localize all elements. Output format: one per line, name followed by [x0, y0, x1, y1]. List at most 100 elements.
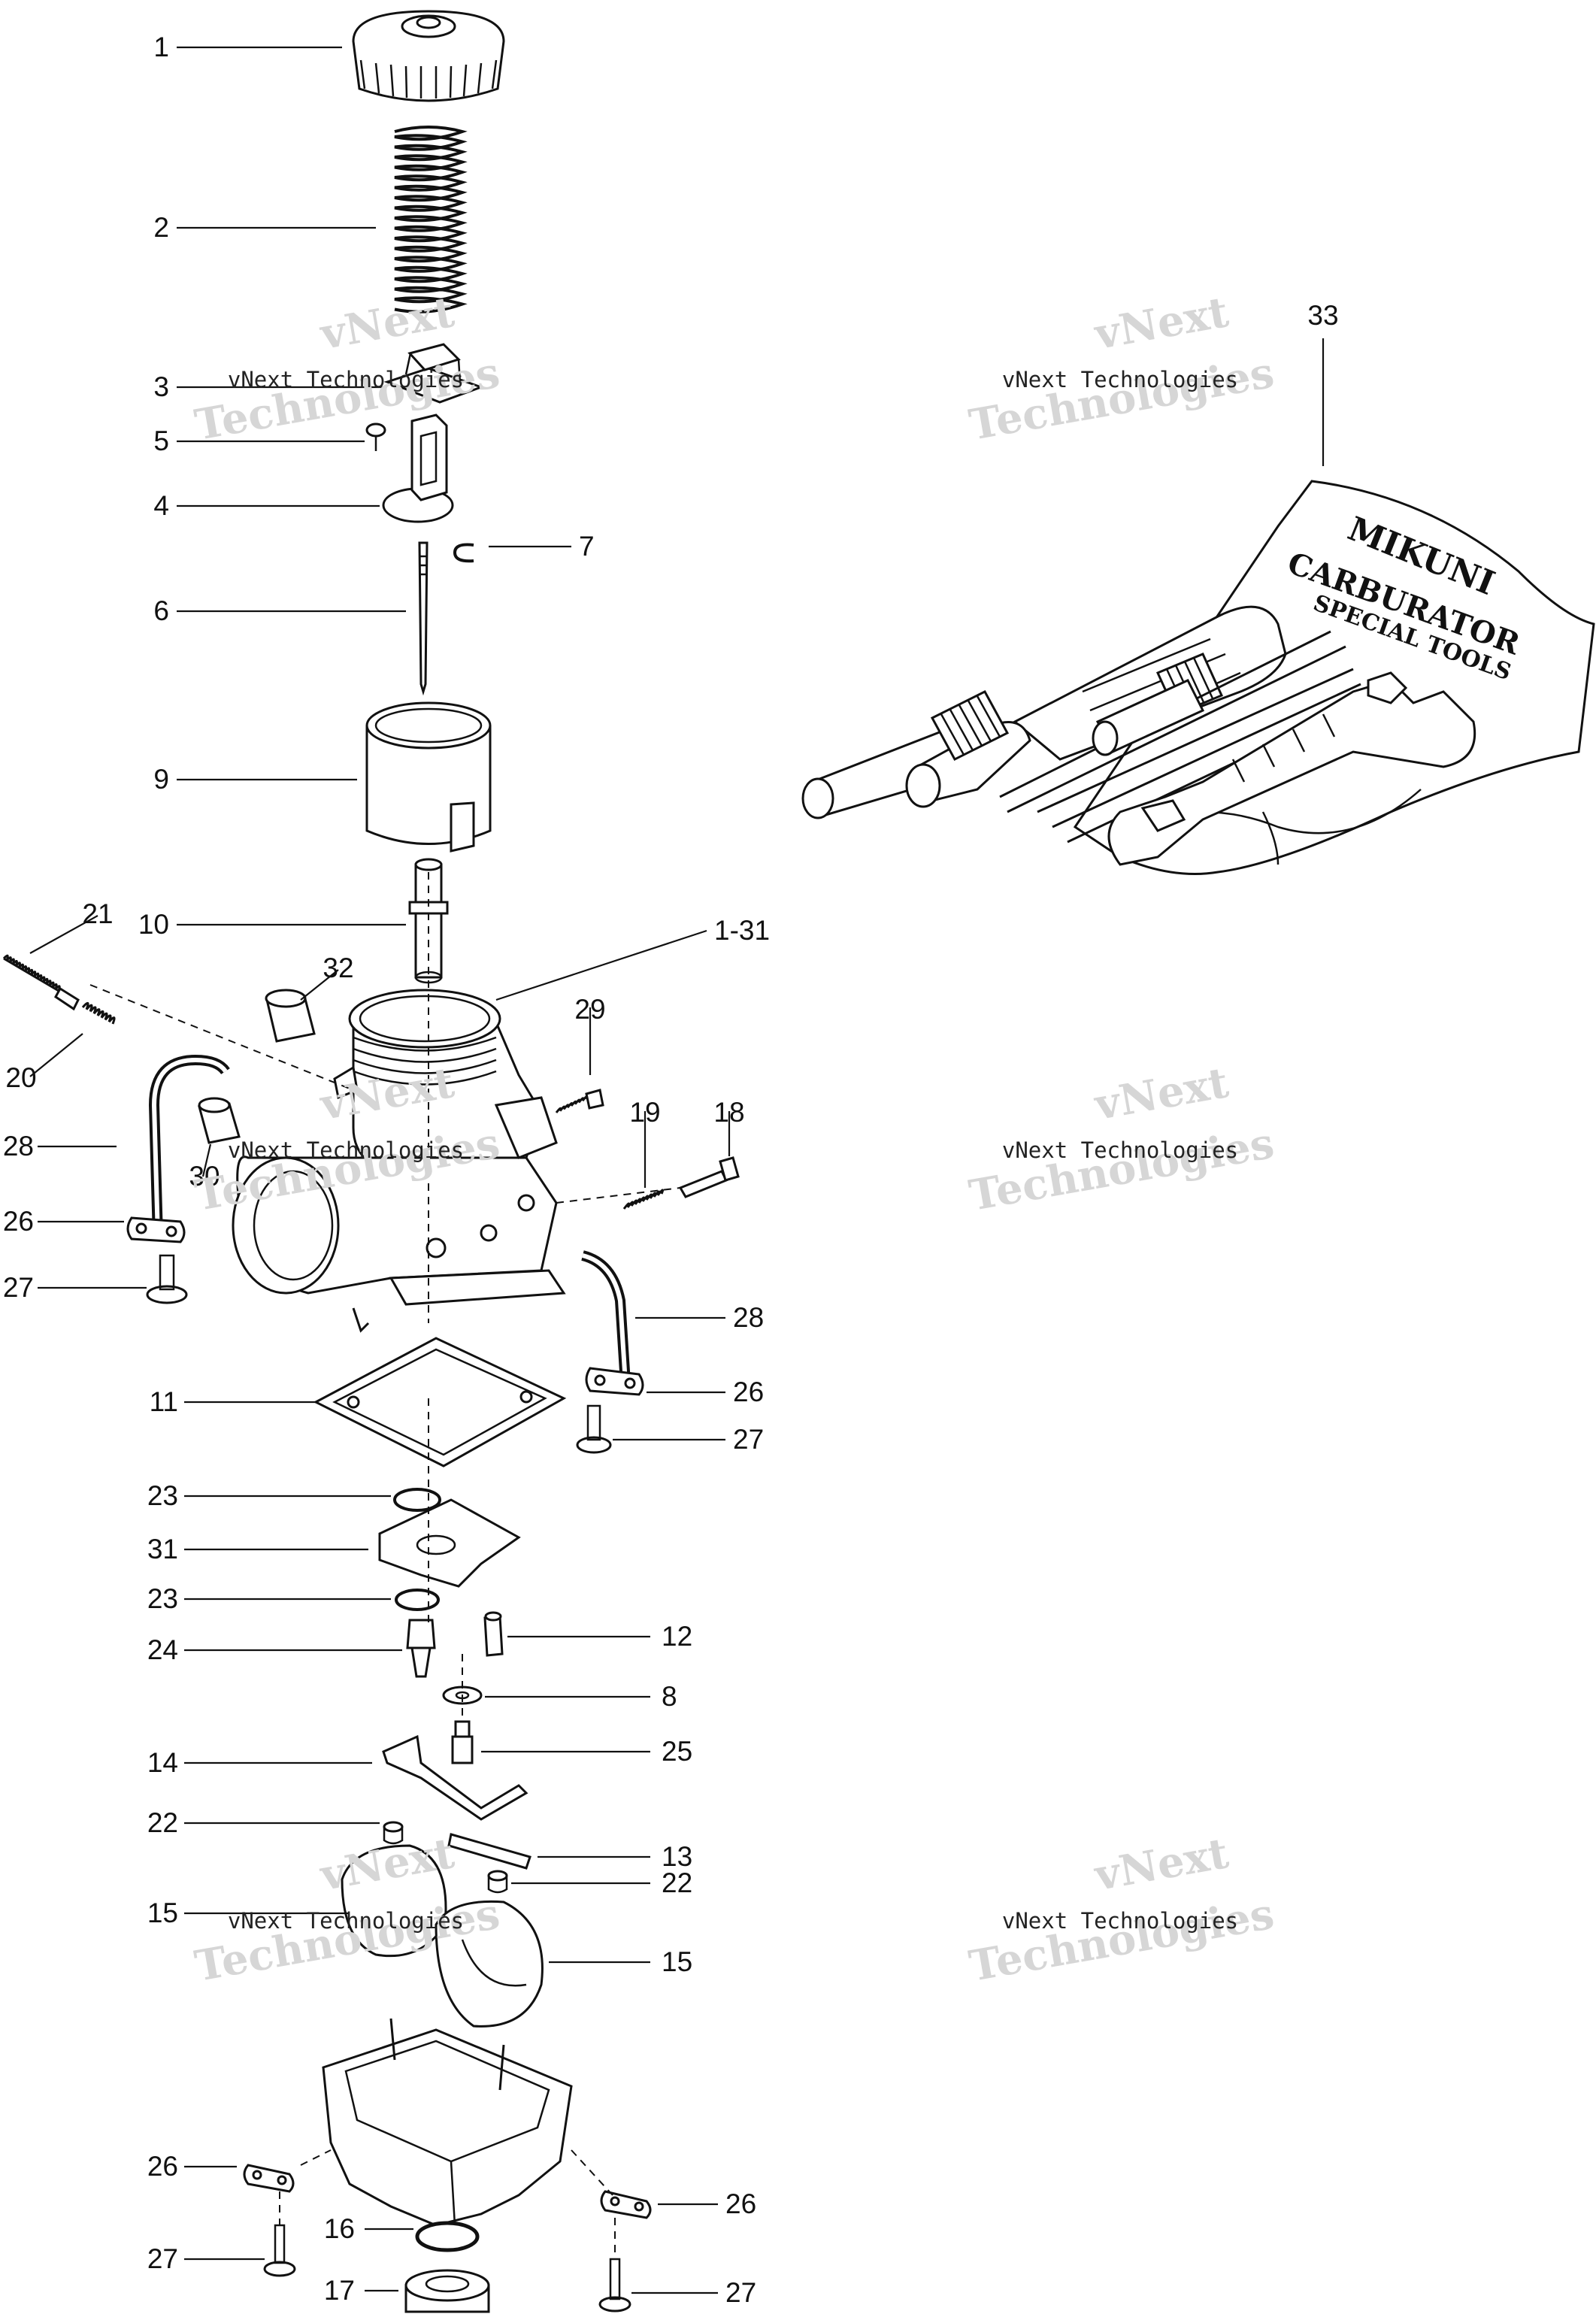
part-pilot-jet	[483, 1611, 504, 1657]
part-float-cap-left	[383, 1821, 404, 1845]
callout-label: 27	[3, 1272, 34, 1303]
part-bowl-clamp-left	[243, 2164, 295, 2193]
callout-label: 13	[662, 1841, 692, 1872]
callout-label: 31	[147, 1534, 178, 1564]
part-carburetor-body	[232, 989, 566, 1333]
part-float-cap-right	[487, 1870, 508, 1894]
part-clip-plate	[383, 343, 485, 404]
callout-label: 26	[733, 1377, 764, 1407]
alignment-line-center	[428, 872, 463, 1722]
callout-label: 16	[324, 2213, 355, 2244]
part-small-screw	[365, 423, 386, 451]
part-e-clip	[453, 543, 474, 563]
callout-label: 26	[147, 2151, 178, 2182]
part-jet-needle	[418, 541, 429, 696]
part-needle-guide	[408, 858, 449, 984]
part-vent-hose-left	[148, 1054, 230, 1237]
part-baffle-plate	[378, 1498, 521, 1588]
callout-label: 28	[733, 1302, 764, 1333]
part-main-jet	[406, 1619, 436, 1678]
part-idle-screw	[2, 954, 80, 1011]
watermark-small: vNext Technologies	[1002, 1137, 1238, 1163]
alignment-line-19	[556, 1187, 681, 1204]
part-drain-plug	[404, 2269, 490, 2313]
watermark-line1: vNext	[1090, 1828, 1232, 1901]
callout-label: 9	[153, 764, 169, 795]
part-vent-hose-right	[580, 1250, 631, 1384]
part-bowl-screw-right	[598, 2258, 631, 2312]
callout-label: 23	[147, 1480, 178, 1511]
callout-label: 26	[3, 1206, 34, 1237]
watermark-small: vNext Technologies	[1002, 1908, 1238, 1934]
watermark-small: vNext Technologies	[228, 367, 464, 392]
part-needle-retainer	[382, 413, 454, 523]
callout-label: 1-31	[714, 915, 770, 946]
part-float-gasket	[313, 1337, 567, 1467]
callout-label: 27	[733, 1424, 764, 1455]
callout-leader-14	[29, 1033, 83, 1077]
part-air-screw	[555, 1089, 604, 1113]
callout-label: 7	[579, 531, 595, 562]
callout-label: 3	[153, 371, 169, 402]
callout-label: 24	[147, 1634, 178, 1665]
part-throttle-slide	[365, 701, 492, 853]
callout-label: 21	[82, 898, 113, 929]
part-float-bowl	[322, 2018, 573, 2227]
callout-label: 22	[147, 1807, 178, 1838]
callout-label: 8	[662, 1681, 677, 1712]
alignment-line-screws	[279, 2191, 616, 2259]
callout-label: 20	[5, 1062, 36, 1093]
part-bowl-screw-left	[263, 2224, 296, 2277]
part-hose-clamp-right	[585, 1367, 644, 1396]
callout-label: 32	[323, 953, 353, 983]
part-drain-o-ring	[415, 2221, 480, 2252]
callout-label: 25	[662, 1736, 692, 1767]
watermark-small: vNext Technologies	[228, 1137, 464, 1163]
callout-leader-12	[300, 969, 339, 1001]
part-sleeve-32	[265, 989, 316, 1043]
part-needle-valve	[451, 1720, 474, 1764]
callout-label: 33	[1307, 300, 1338, 331]
callout-label: 23	[147, 1583, 178, 1614]
callout-label: 2	[153, 212, 169, 243]
part-screw-left-27	[146, 1254, 188, 1304]
part-screw-right-27	[576, 1404, 612, 1454]
part-o-ring-lower	[395, 1589, 440, 1611]
callout-leader-10	[29, 915, 98, 954]
part-float-right	[435, 1900, 544, 2028]
part-tool-pouch: MIKUNI CARBURATOR SPECIAL TOOLS	[801, 480, 1595, 875]
callout-label: 29	[574, 994, 605, 1025]
part-float-arm	[382, 1734, 528, 1821]
part-float-pin	[447, 1833, 531, 1870]
callout-label: 22	[662, 1867, 692, 1898]
callout-label: 14	[147, 1747, 178, 1778]
callout-label: 12	[662, 1621, 692, 1652]
part-idle-spring	[81, 1001, 116, 1025]
watermark-line2: Technologies	[191, 348, 503, 450]
part-spring-19	[622, 1189, 664, 1210]
callout-label: 19	[629, 1097, 660, 1128]
part-cap	[352, 10, 505, 102]
callout-label: 27	[725, 2277, 756, 2308]
watermark-line1: vNext	[1090, 1058, 1232, 1130]
alignment-line-bowl	[300, 2149, 613, 2196]
part-bowl-clamp-right	[600, 2190, 652, 2219]
callout-label: 11	[150, 1386, 178, 1417]
watermark-line1: vNext	[1090, 287, 1232, 359]
callout-leader-11	[495, 929, 707, 1001]
callout-label: 28	[3, 1131, 34, 1162]
callout-label: 5	[153, 426, 169, 456]
watermark-small: vNext Technologies	[228, 1908, 464, 1934]
watermark-small: vNext Technologies	[1002, 367, 1238, 392]
callout-label: 4	[153, 490, 169, 521]
part-sleeve-30	[198, 1097, 241, 1144]
callout-label: 6	[153, 595, 169, 626]
callout-label: 26	[725, 2188, 756, 2219]
watermark-line2: Technologies	[965, 1889, 1277, 1991]
callout-label: 27	[147, 2243, 178, 2274]
